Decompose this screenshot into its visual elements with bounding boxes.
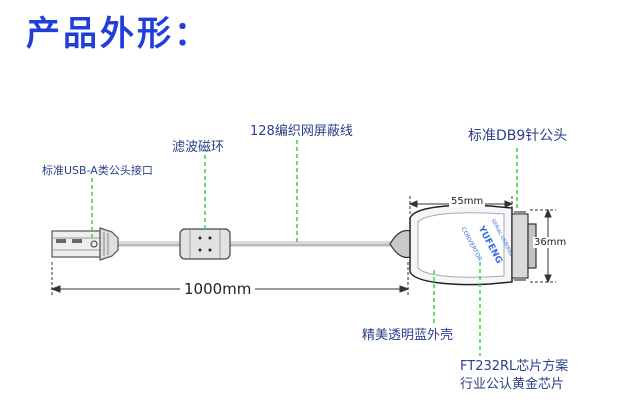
leader-lines xyxy=(91,140,518,356)
db9-connector-label: 标准DB9针公头 xyxy=(468,128,568,144)
housing-height-dimension-label: 36mm xyxy=(533,237,568,248)
chip-label-line2: 行业公认黄金芯片 xyxy=(460,377,565,392)
usb-connector-label: 标准USB-A类公头接口 xyxy=(42,164,153,177)
cable-length-dimension-label: 1000mm xyxy=(180,280,256,298)
usb-a-plug-icon xyxy=(51,227,119,261)
height-dimension xyxy=(530,208,556,284)
ferrite-ring-icon xyxy=(179,228,231,260)
page-title: 产品外形： xyxy=(26,14,211,54)
chip-label-line1: FT232RL芯片方案 xyxy=(460,359,569,374)
cable-label: 128编织网屏蔽线 xyxy=(250,124,353,139)
housing-width-dimension-label: 55mm xyxy=(449,196,486,207)
shell-label: 精美透明蓝外壳 xyxy=(362,328,454,343)
ferrite-ring-label: 滤波磁环 xyxy=(172,140,225,155)
converter-housing-icon: YUFENG CONVERTOR SERIAL-USB(RS232) xyxy=(409,204,518,286)
db9-connector-icon xyxy=(511,211,537,281)
